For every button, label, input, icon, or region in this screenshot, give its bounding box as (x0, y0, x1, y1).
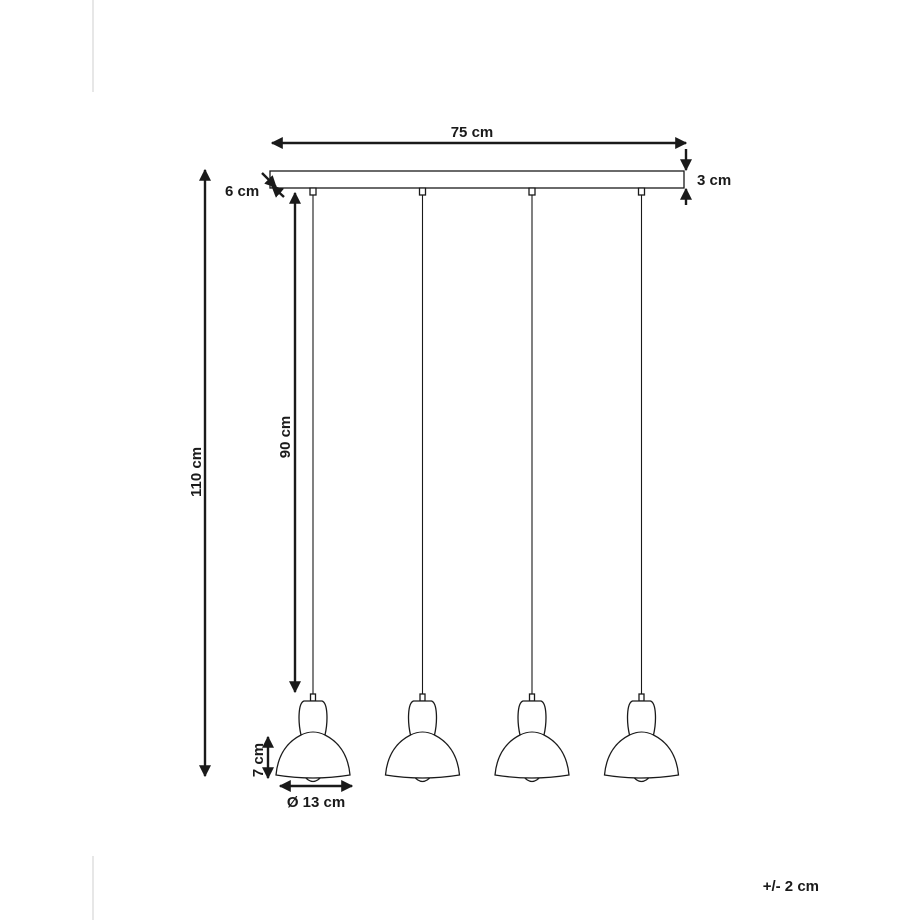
canopy-depth-label: 6 cm (225, 183, 259, 200)
canopy-height-label: 3 cm (697, 172, 731, 189)
tolerance-note: +/- 2 cm (763, 878, 819, 895)
cord-grip (638, 693, 645, 702)
pendant-lamp (384, 187, 461, 783)
cable-connector (528, 187, 536, 196)
canopy-bar (269, 170, 685, 189)
cable-length-label: 90 cm (277, 416, 294, 459)
cord-grip (419, 693, 426, 702)
lamp-shade (384, 700, 461, 779)
pendant-lamp (275, 187, 351, 783)
lamp-shade (494, 700, 570, 779)
shade-seam (629, 731, 654, 736)
total-height-label: 110 cm (188, 447, 205, 497)
canopy-depth-arrow (261, 172, 277, 188)
pendant-lamp (494, 187, 570, 783)
pendant-lamps (275, 187, 680, 783)
cord-grip (309, 693, 317, 702)
cord-grip (528, 693, 536, 702)
cable-connector (637, 187, 646, 196)
shade-seam (519, 731, 545, 736)
pendant-lamp (603, 187, 680, 783)
shade-diameter-label: Ø 13 cm (287, 794, 345, 811)
shade-seam (300, 731, 326, 736)
width-label: 75 cm (451, 124, 494, 141)
lamp-shade (603, 700, 680, 779)
lamp-shade (275, 700, 351, 779)
shade-seam (410, 731, 435, 736)
cable-connector (309, 187, 317, 196)
cable-connector (418, 187, 427, 196)
canopy-depth-arrow-2 (271, 185, 285, 198)
shade-height-label: 7 cm (250, 743, 267, 777)
